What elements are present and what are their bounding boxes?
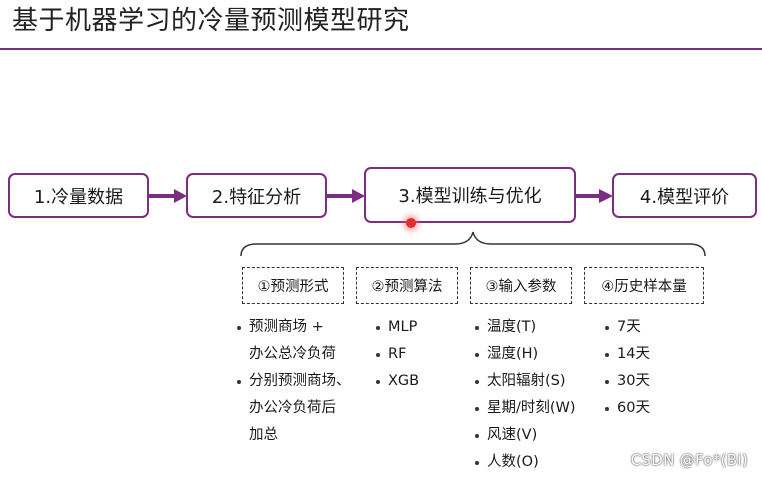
title-divider bbox=[0, 48, 762, 50]
list-item: 7天 bbox=[605, 314, 650, 341]
category-header-input-params: ③输入参数 bbox=[470, 267, 572, 304]
step-model-training: 3.模型训练与优化 bbox=[364, 167, 576, 223]
step-feature-analysis: 2.特征分析 bbox=[186, 173, 327, 218]
category-header-forecast-form: ①预测形式 bbox=[242, 267, 344, 304]
step-model-evaluation: 4.模型评价 bbox=[612, 173, 757, 218]
list-item-text: 分别预测商场、 bbox=[249, 373, 351, 389]
arrow-2-icon bbox=[327, 189, 365, 203]
watermark: CSDN @Fo*(Bi) bbox=[630, 451, 748, 469]
list-item: 30天 bbox=[605, 368, 650, 395]
list-item: XGB bbox=[376, 368, 419, 395]
list-item: 60天 bbox=[605, 395, 650, 422]
list-item-continuation: 加总 bbox=[249, 427, 278, 443]
list-item: 星期/时刻(W) bbox=[475, 395, 576, 422]
history-size-list: 7天 14天 30天 60天 bbox=[605, 314, 650, 422]
list-item: 14天 bbox=[605, 341, 650, 368]
page-title: 基于机器学习的冷量预测模型研究 bbox=[12, 6, 410, 36]
arrow-1-icon bbox=[149, 189, 187, 203]
forecast-form-list: 预测商场 + 办公总冷负荷 分别预测商场、 办公冷负荷后 加总 bbox=[237, 314, 351, 449]
algorithm-list: MLP RF XGB bbox=[376, 314, 419, 395]
list-item: 太阳辐射(S) bbox=[475, 368, 576, 395]
list-item: 风速(V) bbox=[475, 422, 576, 449]
arrow-3-icon bbox=[576, 189, 613, 203]
list-item: 湿度(H) bbox=[475, 341, 576, 368]
list-item: 预测商场 + bbox=[237, 314, 351, 341]
list-item-continuation: 办公冷负荷后 bbox=[249, 400, 336, 416]
category-header-history-size: ④历史样本量 bbox=[584, 267, 704, 304]
list-item-text: 预测商场 + bbox=[249, 319, 324, 335]
list-item: 人数(O) bbox=[475, 449, 576, 476]
list-item: MLP bbox=[376, 314, 419, 341]
input-params-list: 温度(T) 湿度(H) 太阳辐射(S) 星期/时刻(W) 风速(V) 人数(O) bbox=[475, 314, 576, 476]
step-cooling-data: 1.冷量数据 bbox=[8, 173, 149, 218]
list-item: 分别预测商场、 bbox=[237, 368, 351, 395]
list-item: 温度(T) bbox=[475, 314, 576, 341]
list-item: RF bbox=[376, 341, 419, 368]
pointer-highlight bbox=[406, 218, 416, 228]
list-item-continuation: 办公总冷负荷 bbox=[249, 346, 336, 362]
category-header-algorithm: ②预测算法 bbox=[356, 267, 458, 304]
